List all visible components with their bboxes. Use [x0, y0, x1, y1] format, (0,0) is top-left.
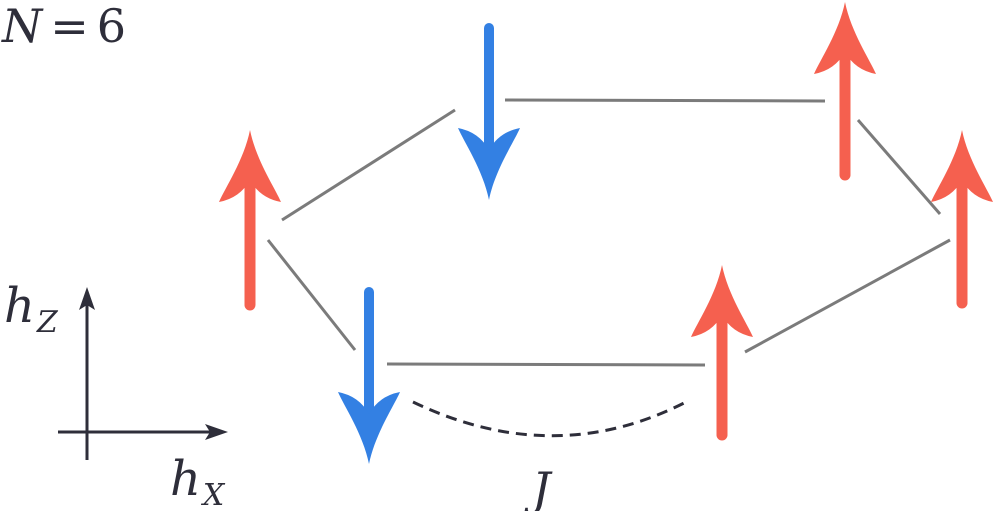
hx-axis-arrowhead: [205, 424, 228, 440]
bond-line: [744, 238, 951, 354]
bond-line: [281, 108, 456, 222]
bond-line: [266, 239, 357, 351]
spin-up-arrow: [691, 265, 753, 441]
bond-line: [504, 98, 826, 103]
spin-down-arrow: [458, 23, 520, 200]
spin-arrowhead: [219, 130, 281, 202]
field-axes: [58, 287, 228, 460]
spin-arrowhead: [338, 392, 400, 464]
spin-up-arrow: [219, 130, 281, 311]
bond-line: [386, 362, 706, 367]
hx-axis-label: hX: [170, 451, 226, 511]
spin-down-arrow: [338, 287, 400, 464]
system-size-label: N=6: [1, 0, 126, 53]
bond-lines: [266, 98, 951, 367]
bond-line: [856, 119, 942, 215]
hz-axis-arrowhead: [79, 287, 95, 310]
spin-arrowhead: [458, 128, 520, 200]
coupling-arc: [412, 399, 689, 438]
spin-arrows: [219, 2, 993, 464]
spin-arrowhead: [814, 2, 876, 74]
spin-arrowhead: [931, 130, 993, 202]
spin-up-arrow: [814, 2, 876, 181]
spin-arrowhead: [691, 265, 753, 337]
coupling-label: J: [524, 462, 553, 511]
spin-up-arrow: [931, 130, 993, 309]
hz-axis-label: hZ: [4, 278, 59, 340]
